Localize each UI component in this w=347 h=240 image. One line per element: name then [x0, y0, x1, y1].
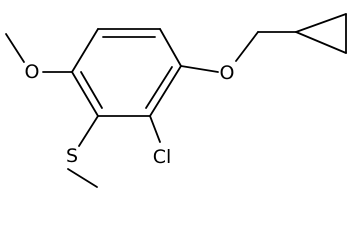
ring-bond-c5-c6 — [71, 71, 99, 117]
sulfur-label: S — [66, 145, 78, 167]
cyclopropyl-bond-lower — [295, 31, 347, 54]
bond-ring-to-ether-oxygen — [180, 65, 219, 73]
bond-ether-oxygen-to-methylene — [235, 31, 259, 62]
chemical-structure-diagram: O S Cl O — [5, 13, 347, 188]
ring-bond-c3-c4 — [149, 65, 182, 117]
bond-sulfur-to-methyl — [67, 168, 98, 188]
methoxy-group: O — [5, 33, 73, 83]
ether-oxygen-label: O — [220, 62, 235, 84]
chloro-group: Cl — [149, 115, 172, 168]
cyclopropylmethoxy-group: O — [180, 13, 347, 84]
benzene-ring — [71, 28, 182, 117]
bond-ring-to-sulfur — [78, 115, 99, 147]
ring-inner-double-bond-left — [80, 71, 103, 109]
cyclopropyl-bond-upper — [295, 13, 347, 33]
ring-bond-c6-c1 — [71, 28, 99, 73]
bond-methoxy-oxygen-to-methyl — [5, 33, 25, 63]
chlorine-label: Cl — [153, 146, 172, 168]
ring-bond-c2-c3 — [159, 28, 182, 67]
ring-inner-double-bond-right — [145, 66, 173, 109]
methoxy-oxygen-label: O — [25, 61, 40, 83]
bond-ring-to-chlorine — [149, 115, 161, 143]
methylthio-group: S — [66, 115, 99, 188]
